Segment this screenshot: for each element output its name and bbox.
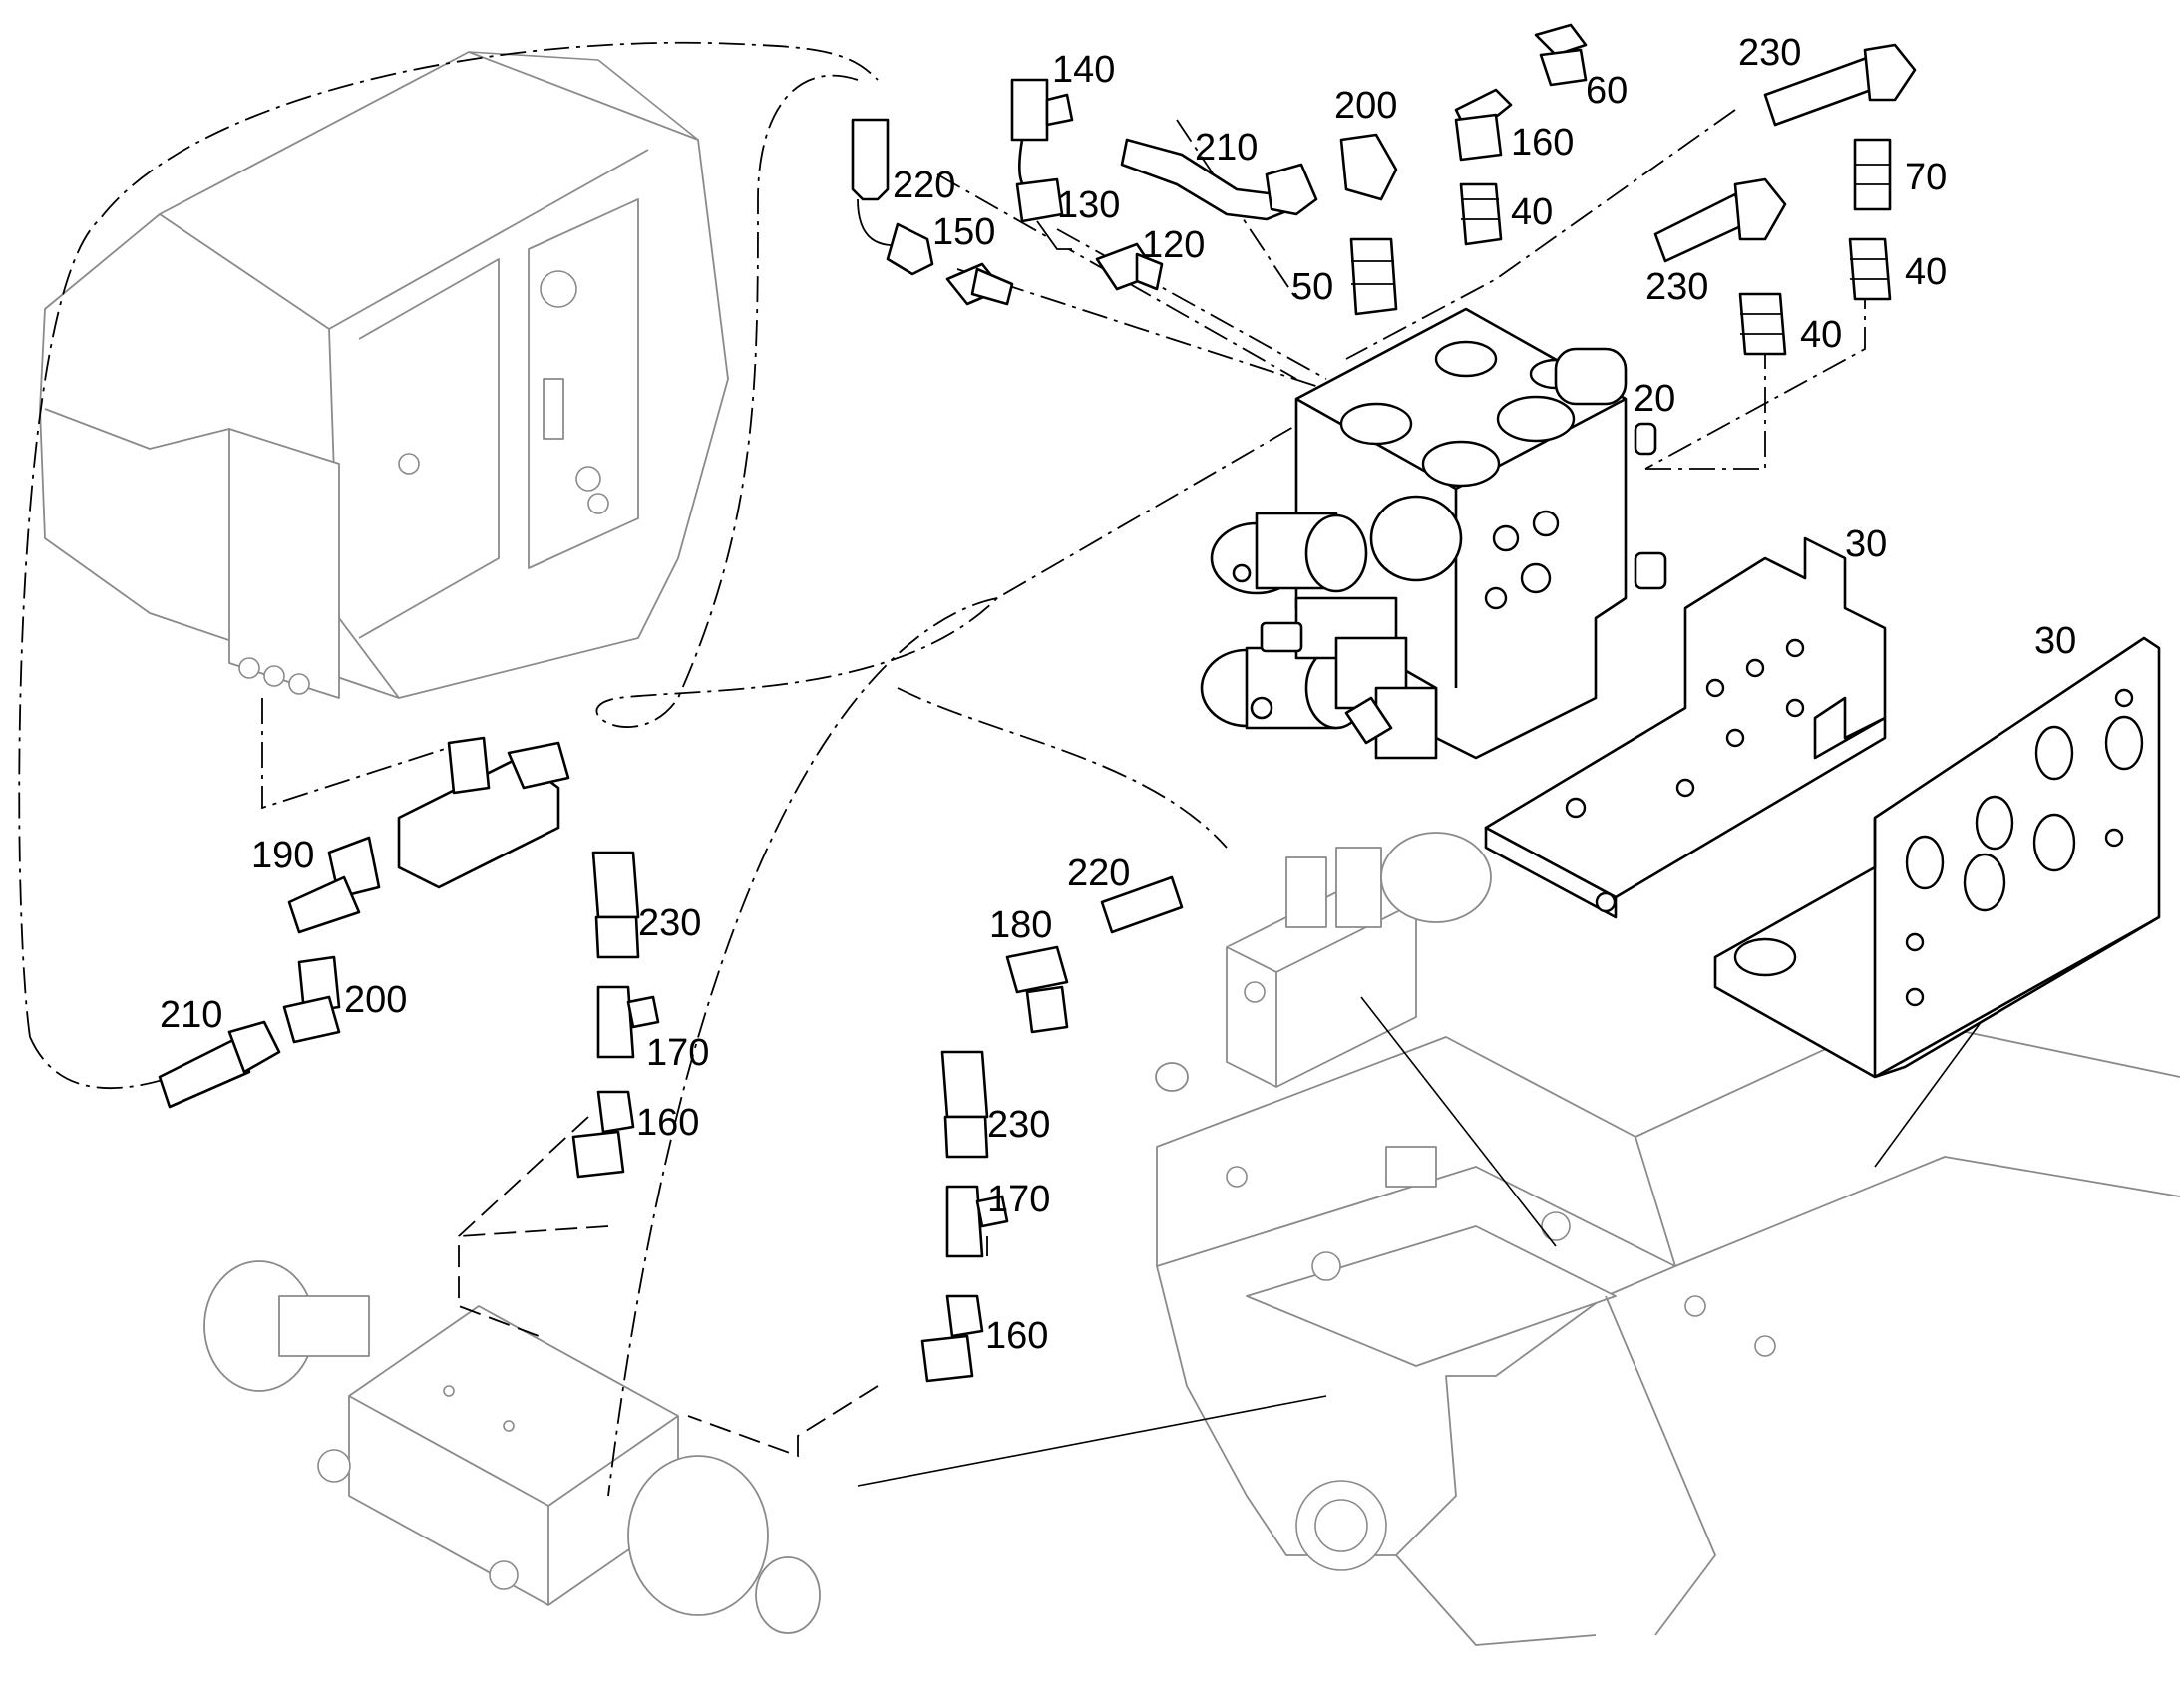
callout-160-lower: 160 [985,1315,1048,1357]
callout-70: 70 [1905,157,1947,198]
callout-50: 50 [1291,266,1333,308]
callout-200-top: 200 [1334,85,1397,127]
callout-40-right: 40 [1905,251,1947,293]
mounting-bracket-upper [1484,536,1887,919]
callout-170-left: 170 [646,1032,709,1074]
callout-20: 20 [1634,378,1675,420]
callout-230-lower: 230 [987,1104,1050,1146]
callout-30-lower: 30 [2034,620,2076,662]
callout-180: 180 [989,904,1052,946]
callout-230-left: 230 [638,902,701,944]
callout-130: 130 [1057,184,1120,226]
callout-160-top: 160 [1511,122,1574,164]
callout-220-top: 220 [893,165,955,206]
chassis-pedestal [1156,1016,2180,1646]
callout-160-left: 160 [636,1102,699,1144]
callout-120: 120 [1142,224,1205,266]
callout-210-left: 210 [160,994,222,1036]
callout-40-top: 40 [1511,191,1553,233]
callout-60: 60 [1586,70,1628,112]
mounting-bracket-lower [1713,636,2161,1079]
callout-150: 150 [932,211,995,253]
callout-200-left: 200 [344,979,407,1021]
callout-220-mid: 220 [1067,853,1130,894]
fittings-left [158,736,1184,1383]
fittings-top [851,23,1917,356]
accumulator-assembly-left [203,1260,821,1634]
flow-lines [18,41,1986,1497]
callout-210-top: 210 [1195,127,1258,169]
callout-230-top: 230 [1738,32,1801,74]
callout-40-mid: 40 [1800,314,1842,356]
callout-230-mid: 230 [1645,266,1708,308]
cab-frame [39,51,729,699]
valve-block [1200,307,1667,760]
callout-30-upper: 30 [1845,523,1887,565]
callout-190: 190 [251,835,314,876]
solenoid-coils [1200,495,1463,760]
accumulator-assembly-center [1155,832,1492,1092]
callout-140: 140 [1052,49,1115,91]
callout-labels: 140 60 230 200 210 160 70 220 130 40 150… [160,32,2076,1357]
callout-170-lower: 170 [987,1179,1050,1220]
